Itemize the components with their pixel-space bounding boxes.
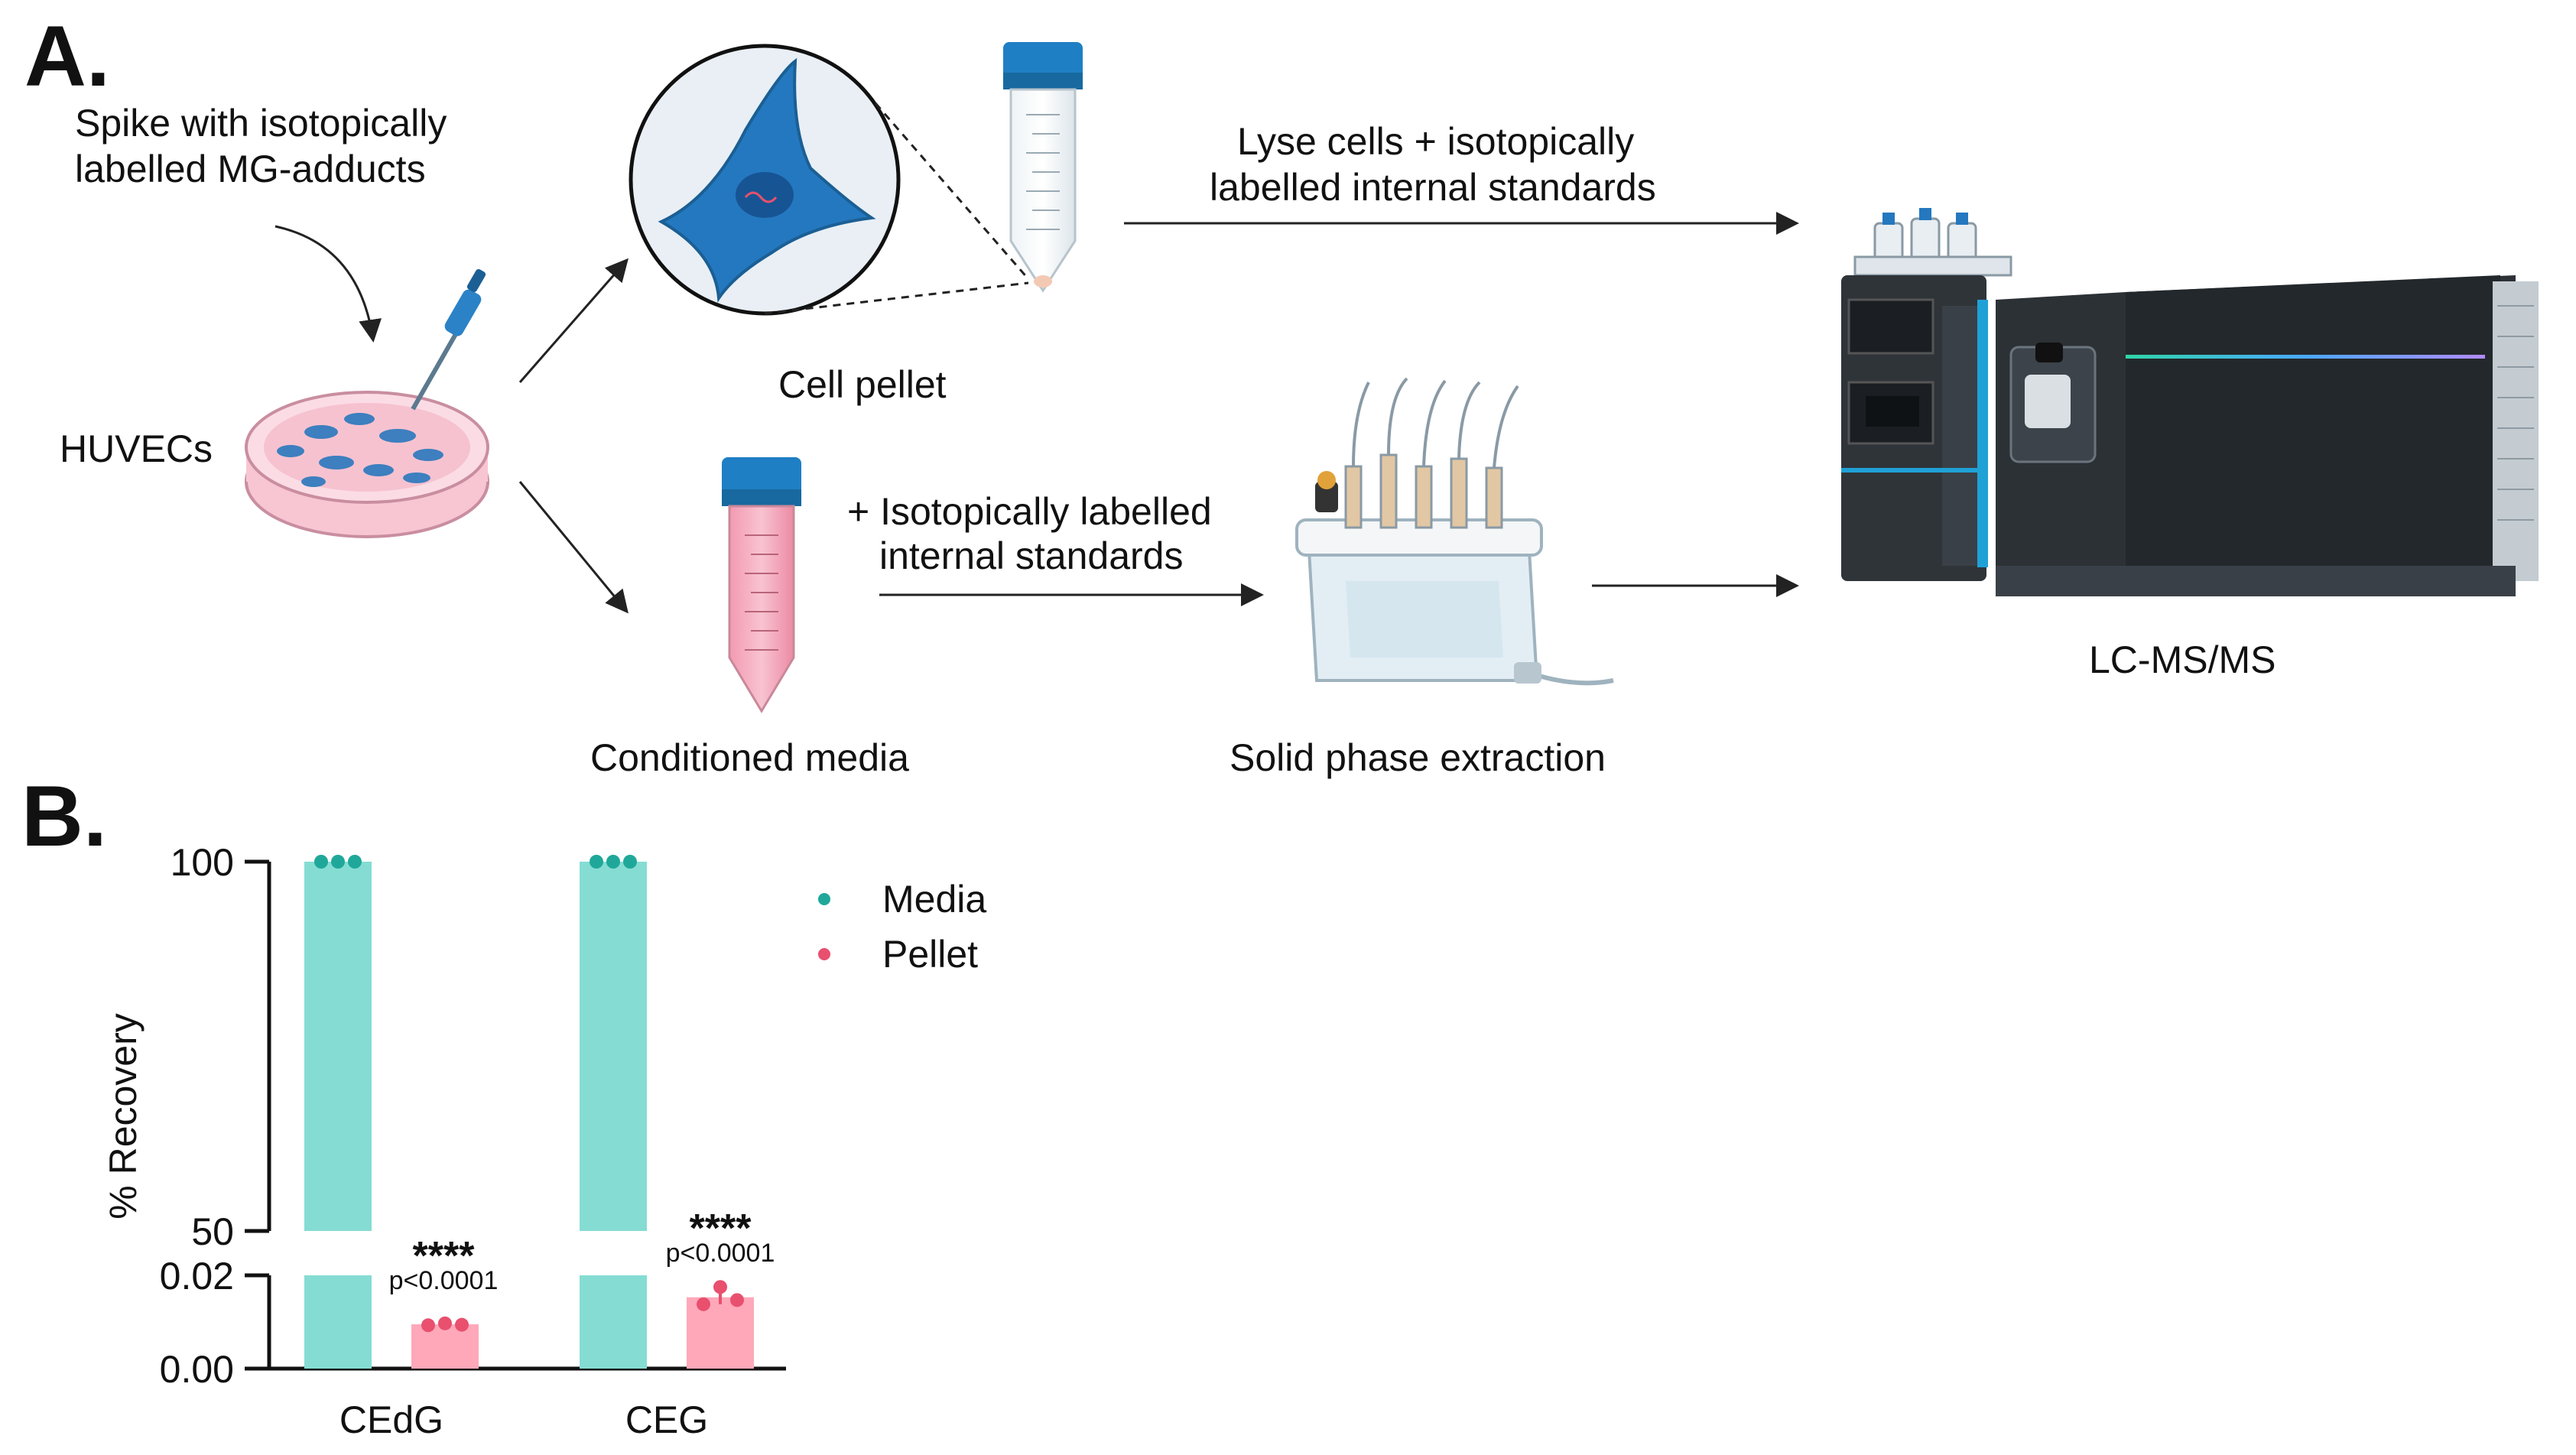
stars-cedg: **** bbox=[413, 1234, 476, 1278]
point-media-ceg-3 bbox=[623, 855, 637, 869]
legend-marker-pellet bbox=[818, 948, 830, 960]
point-media-ceg-1 bbox=[590, 855, 603, 869]
y-axis-label: % Recovery bbox=[102, 1013, 145, 1220]
legend-marker-media bbox=[818, 893, 830, 905]
cell-magnified-icon bbox=[629, 44, 1030, 316]
bar-pellet-cedg bbox=[411, 1324, 479, 1369]
point-media-cedg-1 bbox=[314, 855, 328, 869]
bar-media-ceg-lower bbox=[580, 1275, 647, 1369]
y-tick-label-100: 100 bbox=[171, 841, 234, 884]
istd-label-line1: + Isotopically labelled bbox=[847, 490, 1212, 533]
bar-media-cedg-lower bbox=[304, 1275, 372, 1369]
stars-ceg: **** bbox=[690, 1207, 752, 1251]
bar-media-ceg-upper bbox=[580, 862, 647, 1231]
pvalue-ceg: p<0.0001 bbox=[666, 1239, 775, 1268]
bar-media-cedg-upper bbox=[304, 862, 372, 1231]
spike-label-line2: labelled MG-adducts bbox=[75, 148, 426, 190]
lcms-instrument-icon bbox=[1841, 208, 2539, 596]
arrow-to-cell bbox=[518, 258, 629, 383]
legend-label-media: Media bbox=[882, 878, 986, 921]
spike-label-line1: Spike with isotopically bbox=[75, 102, 447, 145]
legend-label-pellet: Pellet bbox=[882, 933, 978, 976]
point-media-cedg-2 bbox=[331, 855, 345, 869]
panel-a: A. Spike with isotopically labelled MG-a… bbox=[24, 8, 2539, 779]
panel-a-letter: A. bbox=[24, 8, 110, 104]
petri-dish-icon bbox=[245, 391, 489, 538]
point-pellet-ceg-1 bbox=[697, 1297, 710, 1311]
lyse-label-line1: Lyse cells + isotopically bbox=[1237, 120, 1634, 163]
bars-layer bbox=[304, 862, 754, 1369]
panel-b-letter: B. bbox=[21, 768, 107, 864]
y-tick-label-0.02: 0.02 bbox=[160, 1255, 234, 1297]
spe-label: Solid phase extraction bbox=[1230, 736, 1606, 779]
spike-arrow bbox=[274, 225, 382, 343]
petri-cells bbox=[277, 413, 443, 487]
panel-b: B. % Recovery 100 50 0.02 0.00 CEdG CEG … bbox=[21, 768, 986, 1441]
x-tick-label-cedg: CEdG bbox=[339, 1398, 443, 1441]
y-tick-label-50: 50 bbox=[191, 1210, 234, 1253]
cell-pellet-label: Cell pellet bbox=[778, 363, 947, 406]
pellet-tube-icon bbox=[1003, 42, 1083, 293]
bar-pellet-ceg bbox=[687, 1297, 754, 1369]
point-pellet-cedg-3 bbox=[455, 1317, 469, 1332]
legend: Media Pellet bbox=[818, 878, 986, 976]
huvecs-label: HUVECs bbox=[60, 427, 213, 470]
lyse-label-line2: labelled internal standards bbox=[1210, 166, 1656, 209]
pvalue-cedg: p<0.0001 bbox=[389, 1266, 499, 1295]
conditioned-media-label: Conditioned media bbox=[590, 736, 909, 779]
point-pellet-ceg-3 bbox=[730, 1293, 744, 1307]
points-layer bbox=[314, 855, 744, 1333]
media-tube-icon bbox=[722, 457, 801, 713]
arrow-to-media bbox=[518, 481, 629, 614]
lcms-label: LC-MS/MS bbox=[2089, 638, 2276, 681]
spe-manifold-icon bbox=[1295, 377, 1614, 686]
point-pellet-cedg-1 bbox=[421, 1318, 435, 1333]
point-media-cedg-3 bbox=[348, 855, 362, 869]
x-tick-label-ceg: CEG bbox=[625, 1398, 708, 1441]
pipette-icon bbox=[411, 268, 486, 411]
y-tick-label-0.00: 0.00 bbox=[160, 1348, 234, 1391]
point-media-ceg-2 bbox=[606, 855, 620, 869]
istd-label-line2: internal standards bbox=[879, 534, 1183, 577]
